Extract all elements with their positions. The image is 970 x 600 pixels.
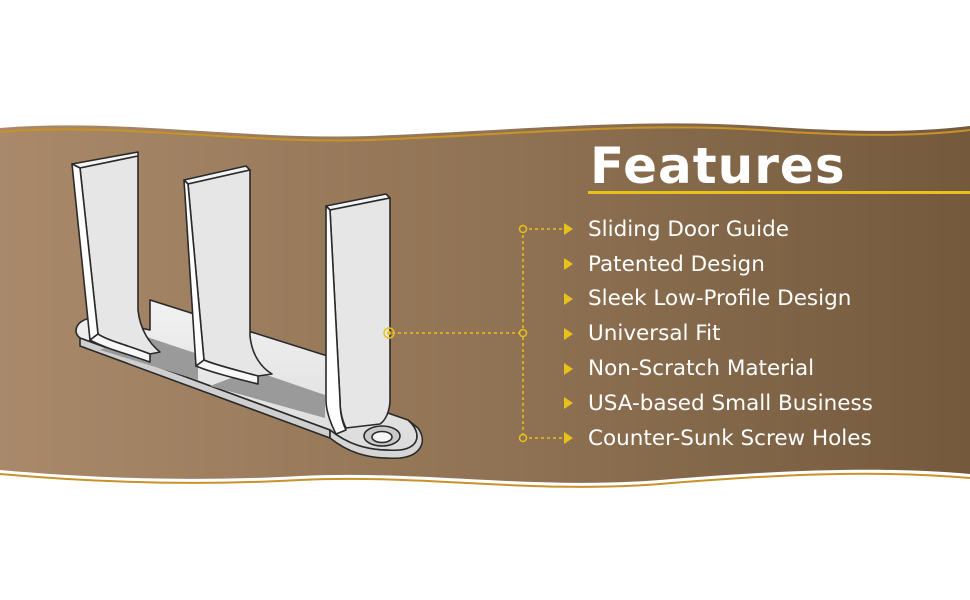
feature-item: Counter-Sunk Screw Holes [564, 421, 873, 456]
band-bottom-border [0, 472, 970, 488]
features-heading: Features [590, 137, 846, 195]
arrow-right-icon [564, 292, 573, 305]
feature-label: Counter-Sunk Screw Holes [588, 425, 872, 451]
features-list: Sliding Door Guide Patented Design Sleek… [564, 212, 873, 456]
feature-label: USA-based Small Business [588, 390, 873, 416]
feature-item: Sliding Door Guide [564, 212, 873, 247]
feature-label: Patented Design [588, 251, 765, 277]
feature-label: Non-Scratch Material [588, 356, 815, 382]
feature-item: Universal Fit [564, 316, 873, 351]
arrow-right-icon [564, 258, 573, 271]
feature-label: Universal Fit [588, 321, 721, 347]
feature-item: Patented Design [564, 247, 873, 282]
arrow-right-icon [564, 362, 573, 375]
feature-label: Sliding Door Guide [588, 216, 789, 242]
callout-origin-dot [383, 327, 395, 339]
feature-item: Non-Scratch Material [564, 351, 873, 386]
band-top-border [0, 126, 970, 142]
feature-item: Sleek Low-Profile Design [564, 282, 873, 317]
feature-item: USA-based Small Business [564, 386, 873, 421]
arrow-right-icon [564, 223, 573, 236]
door-guide-illustration [71, 151, 424, 460]
arrow-right-icon [564, 432, 573, 445]
callout-dots [383, 224, 528, 443]
arrow-right-icon [564, 397, 573, 410]
arrow-right-icon [564, 327, 573, 340]
feature-label: Sleek Low-Profile Design [588, 286, 852, 312]
heading-underline [588, 191, 970, 194]
